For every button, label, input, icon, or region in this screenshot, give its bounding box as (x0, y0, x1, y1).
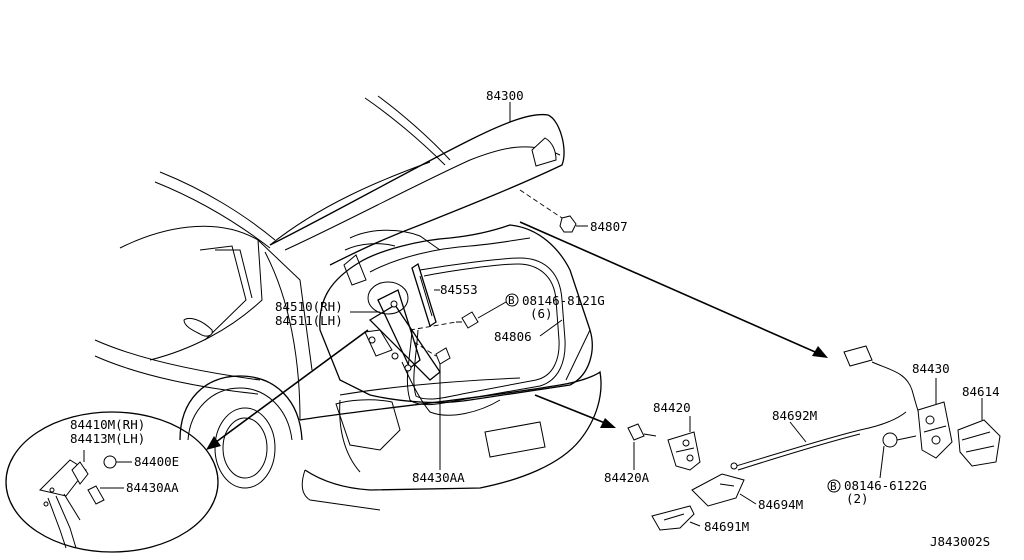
part-84694m-cover (691, 473, 757, 507)
label-bolt1-code: 08146-8121G (522, 293, 605, 308)
label-84510: 84510(RH) (275, 299, 343, 314)
arrows (206, 221, 828, 450)
label-84614: 84614 (962, 384, 1000, 399)
hinge-lower-bolt (413, 341, 451, 365)
label-84692m: 84692M (772, 408, 817, 423)
label-84430aa: 84430AA (412, 470, 465, 485)
label-84694m: 84694M (758, 497, 803, 512)
diagram-id: J843002S (930, 534, 990, 549)
part-84430-lock (843, 345, 953, 459)
label-84300: 84300 (486, 88, 524, 103)
hinge-detail-inset (5, 411, 219, 553)
bolt-symbol-2: B (827, 479, 841, 493)
part-84692m-cable (730, 411, 907, 471)
label-84420: 84420 (653, 400, 691, 415)
label-84413m: 84413M(LH) (70, 431, 145, 446)
bolt-08146-6122g (879, 432, 917, 479)
label-84806: 84806 (494, 329, 532, 344)
bolt-08146-8121g (409, 301, 507, 331)
label-84420a: 84420A (604, 470, 650, 485)
leader-lines (350, 102, 563, 470)
label-84410m: 84410M(RH) (70, 417, 145, 432)
label-bolt1-qty: (6) (530, 306, 553, 321)
svg-text:B: B (830, 480, 837, 493)
bolt-symbol-1: B (505, 293, 519, 307)
label-bolt2-qty: (2) (846, 491, 869, 506)
label-bolt2-code: 08146-6122G (844, 478, 927, 493)
label-84430: 84430 (912, 361, 950, 376)
svg-text:B: B (508, 294, 515, 307)
part-84420-striker (667, 416, 701, 471)
part-84614-actuator (957, 398, 1001, 467)
label-84807: 84807 (590, 219, 628, 234)
label-84553: 84553 (440, 282, 478, 297)
part-84691m-handle (651, 505, 701, 531)
label-84430aa-detail: 84430AA (126, 480, 179, 495)
label-84511: 84511(LH) (275, 313, 343, 328)
label-84400e: 84400E (134, 454, 179, 469)
part-84420a-bolt (627, 423, 657, 470)
car-body (94, 95, 602, 511)
trunk-hinge-assembly (364, 262, 501, 416)
label-84691m: 84691M (704, 519, 749, 534)
part-84807-stopper (519, 189, 588, 233)
